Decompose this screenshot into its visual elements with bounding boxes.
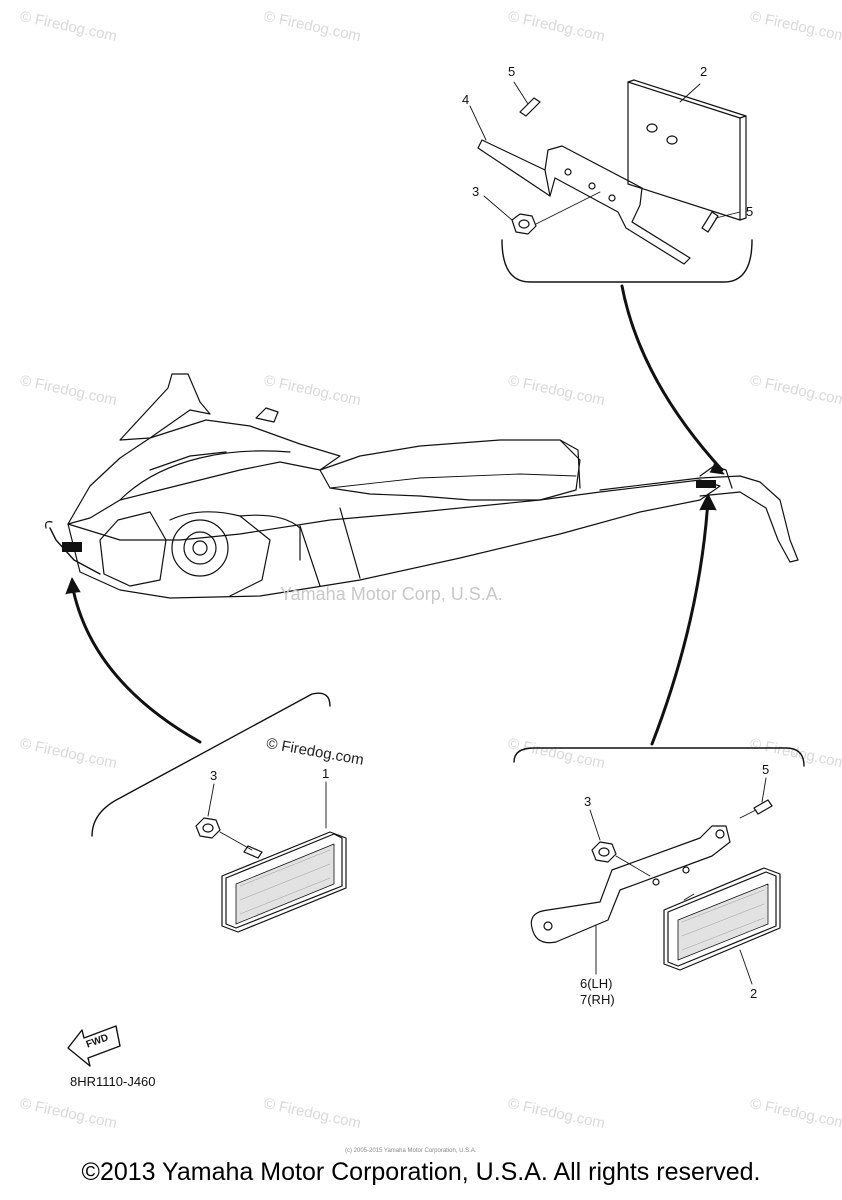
left-detail [91,692,347,933]
tiny-copyright: (c) 2005-2015 Yamaha Motor Corporation, … [345,1148,477,1154]
callout-4: 4 [462,92,470,107]
callout-5: 5 [508,64,516,79]
callout-1: 1 [322,766,330,781]
diagram-code: 8HR1110-J460 [70,1074,156,1089]
callout-6-lh: 6(LH) [580,976,613,991]
top-detail [469,79,753,283]
right-detail [513,747,805,985]
fwd-arrow-icon [67,1025,121,1067]
connector-arrows [65,284,725,746]
copyright-footer: ©2013 Yamaha Motor Corporation, U.S.A. A… [81,1158,761,1186]
callout-2: 2 [750,986,758,1001]
callout-3: 3 [472,184,480,199]
callout-2: 2 [700,64,708,79]
callout-3: 3 [210,768,218,783]
center-watermark: Yamaha Motor Corp, U.S.A. [280,584,503,604]
callout-5: 5 [746,204,754,219]
callout-7-rh: 7(RH) [580,992,615,1007]
callout-5: 5 [762,762,770,777]
callout-3: 3 [584,794,592,809]
snowmobile [45,373,799,599]
